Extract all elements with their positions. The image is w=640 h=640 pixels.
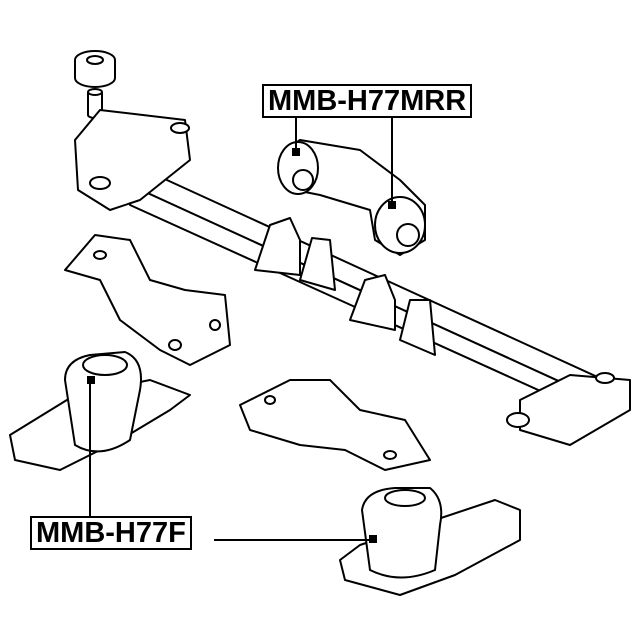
part-label-front-mount: MMB-H77F xyxy=(30,516,192,550)
transmission-mount-bracket xyxy=(239,379,431,471)
front-mount-left xyxy=(9,351,191,471)
crossmember-beam xyxy=(74,109,631,446)
engine-mount-bracket xyxy=(64,234,231,366)
rear-mount-mmb-h77mrr xyxy=(277,139,426,256)
part-label-rear-mount: MMB-H77MRR xyxy=(262,84,473,118)
front-mount-right xyxy=(339,487,521,596)
rubber-bushing xyxy=(74,50,116,119)
leader-lines xyxy=(89,116,393,541)
